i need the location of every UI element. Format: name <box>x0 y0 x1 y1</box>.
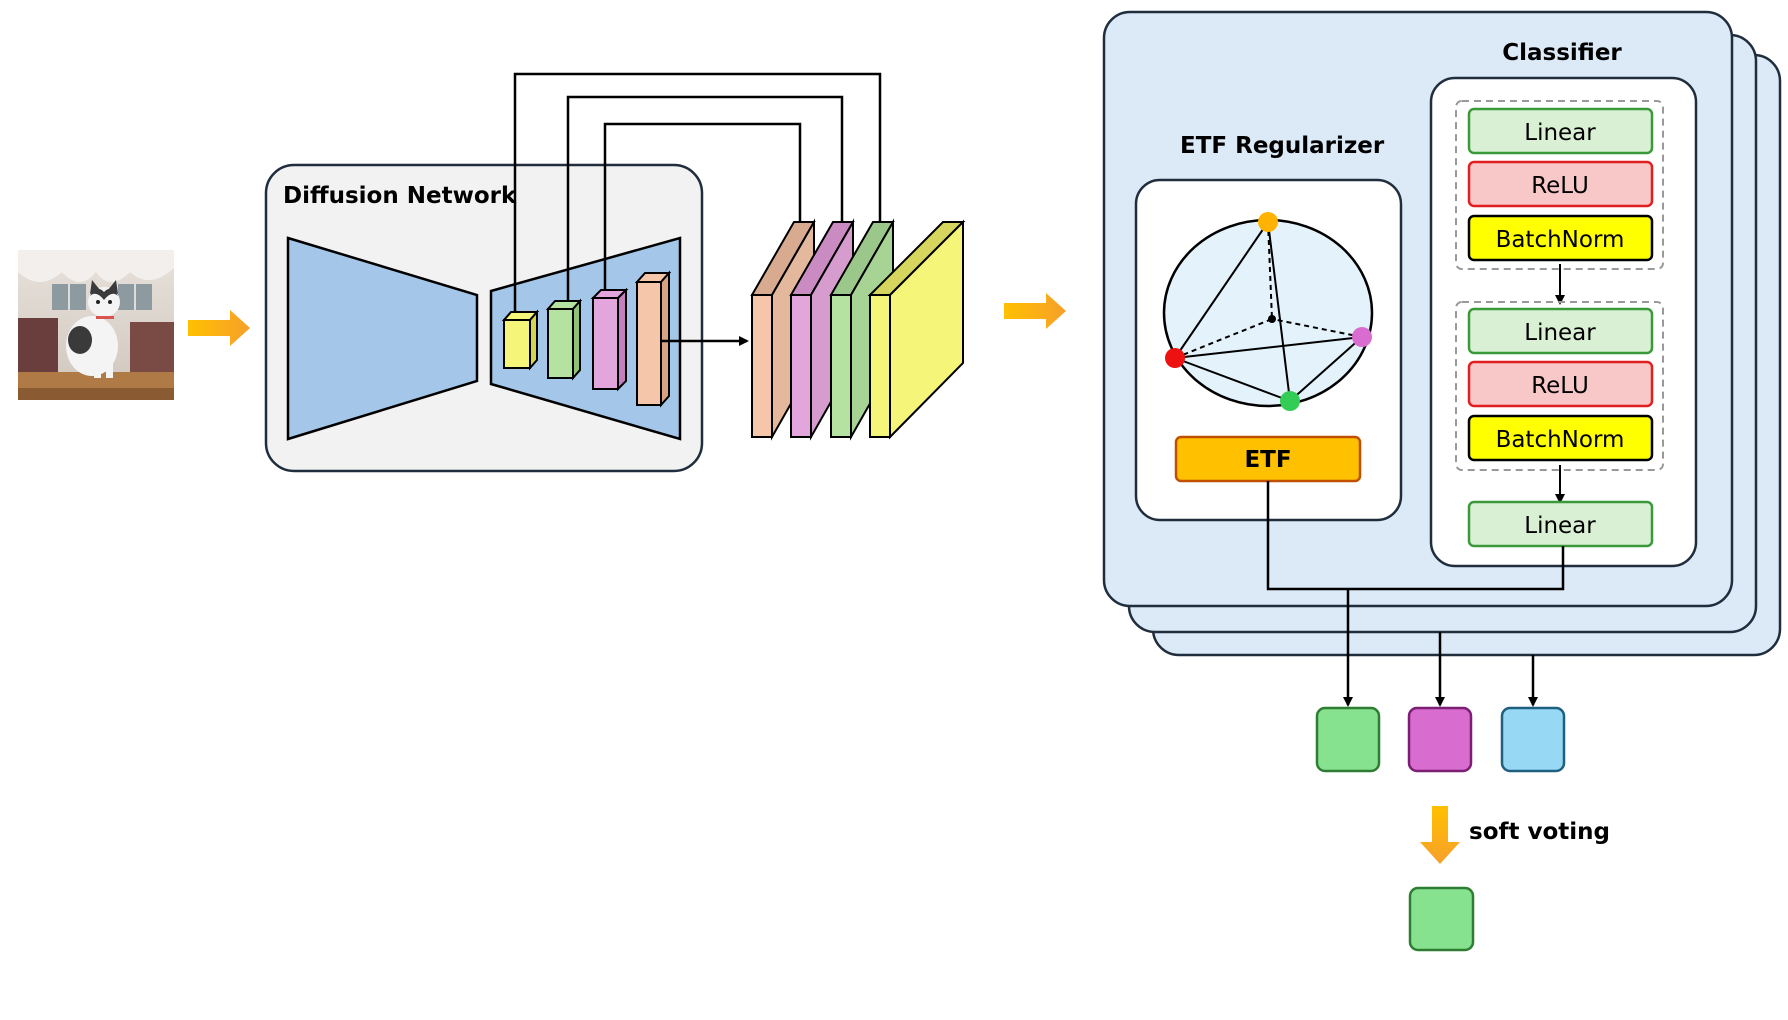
stacked-feature-maps <box>750 218 966 441</box>
vertex-green <box>1280 391 1300 411</box>
diffusion-network-title: Diffusion Network <box>283 183 517 209</box>
input-cat-image <box>18 250 174 400</box>
classifier-title: Classifier <box>1502 40 1622 66</box>
vertex-orange <box>1258 212 1278 232</box>
classifier-block-1 <box>1455 100 1664 270</box>
soft-voting-label: soft voting <box>1469 819 1610 845</box>
feature-block-yellow <box>501 309 540 371</box>
vertex-red <box>1165 348 1185 368</box>
skip-connections <box>513 72 885 346</box>
merge-connector <box>1266 481 1565 707</box>
relu-layer-label: ReLU <box>1531 373 1589 399</box>
relu-layer-label: ReLU <box>1531 173 1589 199</box>
output-box-green <box>1315 706 1381 773</box>
classifier-block-2 <box>1455 301 1664 471</box>
feature-map-yellow <box>867 219 966 440</box>
final-output-box <box>1408 886 1475 952</box>
batchnorm-layer-box <box>1467 214 1654 262</box>
feature-block-peach <box>634 270 672 408</box>
final-linear-layer-label: Linear <box>1524 513 1596 539</box>
flow-arrow-icon <box>188 310 250 346</box>
vertex-magenta <box>1352 327 1372 347</box>
batchnorm-layer-box <box>1467 414 1654 462</box>
linear-layer-label: Linear <box>1524 320 1596 346</box>
relu-layer-box <box>1467 160 1654 208</box>
encoder-shape <box>286 236 479 441</box>
decoder-shape <box>489 236 682 441</box>
feature-map-green <box>829 218 895 441</box>
feature-block-green <box>545 298 583 381</box>
batchnorm-layer-label: BatchNorm <box>1496 427 1625 453</box>
output-box-magenta <box>1407 706 1473 773</box>
etf-regularizer-title: ETF Regularizer <box>1180 133 1385 159</box>
linear-layer-box <box>1467 107 1654 155</box>
flow-arrow-icon <box>1004 293 1066 329</box>
soft-voting-arrow-icon <box>1420 806 1460 864</box>
batchnorm-layer-label: BatchNorm <box>1496 227 1625 253</box>
etf-simplex-icon <box>1162 212 1374 411</box>
linear-layer-label: Linear <box>1524 120 1596 146</box>
final-linear-layer-box <box>1467 500 1654 548</box>
diffusion-network-panel: Diffusion Network <box>264 163 704 473</box>
linear-layer-box <box>1467 307 1654 355</box>
feature-block-pink <box>590 287 629 392</box>
etf-label: ETF <box>1244 447 1291 473</box>
output-box-blue <box>1500 706 1566 773</box>
relu-layer-box <box>1467 360 1654 408</box>
